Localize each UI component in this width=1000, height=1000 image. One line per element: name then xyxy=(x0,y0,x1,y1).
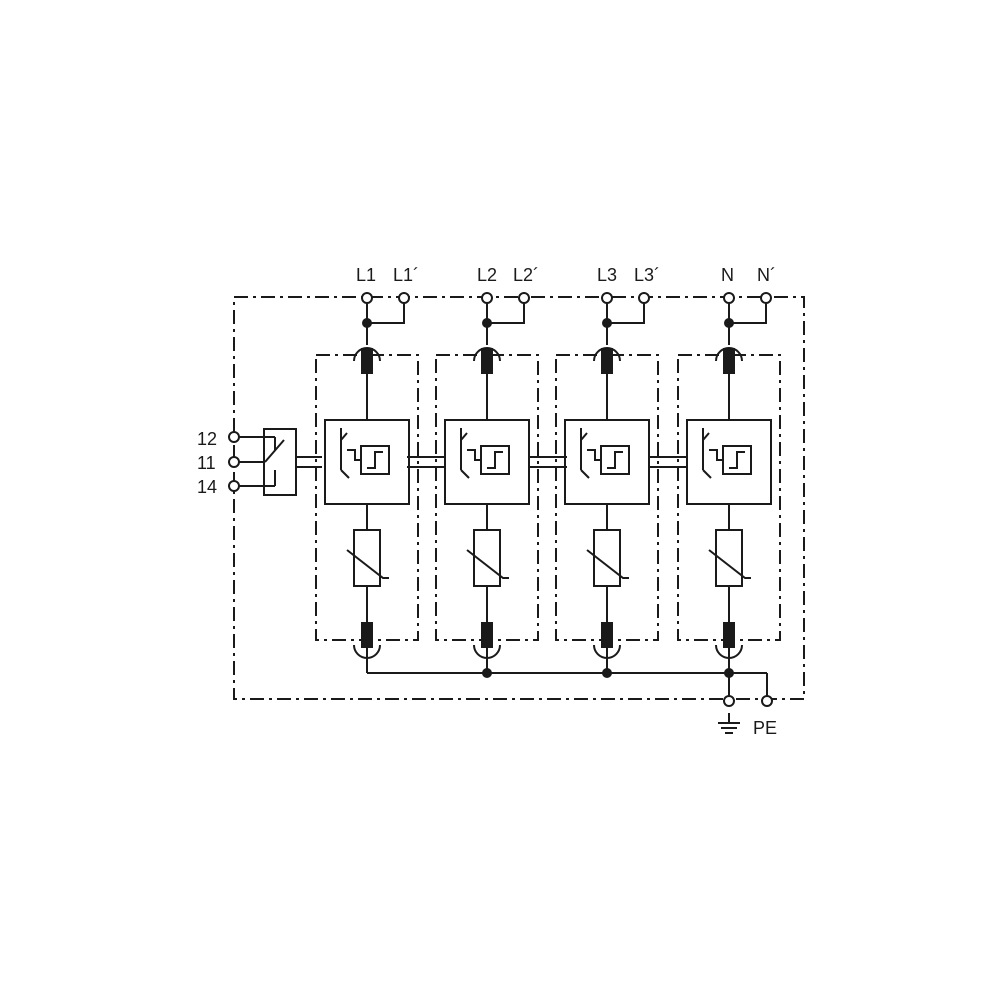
indicator-window xyxy=(600,445,630,475)
disconnector-link xyxy=(709,449,723,461)
terminal-label-n-prime: N´ xyxy=(757,265,776,285)
terminal-bridge xyxy=(729,298,767,324)
thermal-disconnector-icon xyxy=(324,419,410,505)
indicator-step xyxy=(487,451,503,469)
terminal-label-l1-prime: L1´ xyxy=(393,265,419,285)
module-link xyxy=(407,456,687,468)
ground-terminal xyxy=(723,695,735,707)
terminal-label-n: N xyxy=(721,265,734,285)
fuse-icon xyxy=(601,622,613,648)
remote-signal-contact-icon xyxy=(234,428,322,496)
fuse-icon xyxy=(481,348,493,374)
indicator-step xyxy=(367,451,383,469)
disconnector-blade xyxy=(702,469,712,479)
output-terminal xyxy=(518,292,530,304)
input-terminal xyxy=(601,292,613,304)
disconnector-contact-mark xyxy=(340,428,348,443)
input-terminal xyxy=(481,292,493,304)
terminal-label-l2: L2 xyxy=(477,265,497,285)
terminal-label-l3: L3 xyxy=(597,265,617,285)
contact-terminal-12 xyxy=(228,431,240,443)
terminal-bridge xyxy=(607,298,645,324)
protection-module-l1 xyxy=(315,292,419,673)
disconnector-link xyxy=(587,449,601,461)
thermal-disconnector-icon xyxy=(444,419,530,505)
junction-dot xyxy=(602,318,612,328)
device-enclosure xyxy=(233,296,805,700)
varistor-slash xyxy=(466,549,509,579)
output-terminal xyxy=(638,292,650,304)
disconnector-link xyxy=(467,449,481,461)
indicator-window xyxy=(722,445,752,475)
terminal-bridge xyxy=(487,298,525,324)
fuse-icon xyxy=(361,348,373,374)
fuse-icon xyxy=(723,348,735,374)
disconnector-blade xyxy=(460,469,470,479)
disconnector-blade xyxy=(340,469,350,479)
indicator-window xyxy=(360,445,390,475)
protection-module-n xyxy=(677,292,781,673)
fuse-icon xyxy=(361,622,373,648)
terminal-label-l1: L1 xyxy=(356,265,376,285)
contact-terminal-14 xyxy=(228,480,240,492)
junction-dot xyxy=(482,318,492,328)
indicator-step xyxy=(729,451,745,469)
terminal-bridge xyxy=(367,298,405,324)
terminal-label-l3-prime: L3´ xyxy=(634,265,660,285)
fuse-icon xyxy=(601,348,613,374)
output-terminal xyxy=(398,292,410,304)
thermal-disconnector-icon xyxy=(564,419,650,505)
protection-modules xyxy=(315,292,781,673)
disconnector-contact-mark xyxy=(580,428,588,443)
disconnector-contact-mark xyxy=(702,428,710,443)
terminal-label-l2-prime: L2´ xyxy=(513,265,539,285)
contact-label-12: 12 xyxy=(197,429,217,449)
pe-terminal xyxy=(761,695,773,707)
disconnector-contact-mark xyxy=(460,428,468,443)
junction-dot xyxy=(362,318,372,328)
contact-terminal-11 xyxy=(228,456,240,468)
contact-label-14: 14 xyxy=(197,477,217,497)
indicator-step xyxy=(607,451,623,469)
thermal-disconnector-icon xyxy=(686,419,772,505)
varistor-slash xyxy=(708,549,751,579)
junction-dot xyxy=(724,318,734,328)
earth-ground-icon xyxy=(718,713,740,734)
input-terminal xyxy=(361,292,373,304)
indicator-window xyxy=(480,445,510,475)
protection-module-l3 xyxy=(555,292,659,673)
disconnector-link xyxy=(347,449,361,461)
fuse-icon xyxy=(723,622,735,648)
contact-label-11: 11 xyxy=(197,453,216,473)
input-terminal xyxy=(723,292,735,304)
varistor-slash xyxy=(346,549,389,579)
varistor-slash xyxy=(586,549,629,579)
protection-module-l2 xyxy=(435,292,539,673)
output-terminal xyxy=(760,292,772,304)
fuse-icon xyxy=(481,622,493,648)
disconnector-blade xyxy=(580,469,590,479)
terminal-label-pe: PE xyxy=(753,718,777,738)
